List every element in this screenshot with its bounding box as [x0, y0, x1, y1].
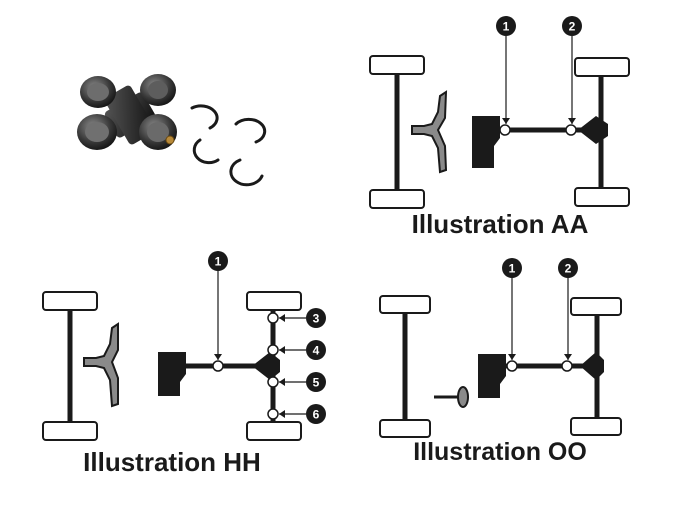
- transmission: [478, 354, 506, 398]
- callout-badge-1: 1: [208, 251, 228, 271]
- callout-label: 4: [313, 344, 320, 358]
- front-wheel-bottom: [42, 421, 98, 441]
- rear-wheel-bottom: [570, 417, 622, 436]
- callout-badge-2: 2: [562, 16, 582, 36]
- callout-badge-2: 2: [558, 258, 578, 278]
- front-wheel-bottom: [379, 419, 431, 438]
- callout-label: 3: [313, 312, 320, 326]
- illustration-title: Illustration OO: [413, 438, 587, 466]
- front-wheel-top: [379, 295, 431, 314]
- u-joint-cross: [77, 74, 177, 150]
- illustration-title: Illustration AA: [412, 209, 589, 239]
- rear-wheel-top: [570, 297, 622, 316]
- rear-differential: [252, 352, 280, 380]
- callout-badge-1: 1: [502, 258, 522, 278]
- callout-badge-1: 1: [496, 16, 516, 36]
- callout-label: 1: [503, 20, 510, 34]
- steering-wheel: [434, 386, 469, 408]
- u-joint-product-photo: [77, 74, 267, 187]
- snap-rings: [190, 104, 267, 187]
- callout-label: 1: [509, 262, 516, 276]
- callout-label: 6: [313, 408, 320, 422]
- u-joint-5: [267, 376, 279, 388]
- callout-badge-3: 3: [306, 308, 326, 328]
- callout-badge-4: 4: [306, 340, 326, 360]
- front-wheel-top: [42, 291, 98, 311]
- u-joint-1: [212, 360, 224, 372]
- rear-wheel-top: [574, 57, 630, 77]
- u-joint-4: [267, 344, 279, 356]
- rear-wheel-bottom: [246, 421, 302, 441]
- u-joint-1: [506, 360, 518, 372]
- steering-linkage: [83, 322, 119, 408]
- rear-wheel-bottom: [574, 187, 630, 207]
- illustration-oo: 1 2 Illustration OO: [379, 258, 622, 466]
- u-joint-1: [499, 124, 511, 136]
- u-joint-6: [267, 408, 279, 420]
- callout-label: 1: [215, 255, 222, 269]
- transmission: [472, 116, 500, 168]
- u-joint-3: [267, 312, 279, 324]
- front-wheel-top: [369, 55, 425, 75]
- u-joint-2: [561, 360, 573, 372]
- rear-wheel-top: [246, 291, 302, 311]
- rear-differential: [580, 352, 604, 380]
- transmission: [158, 352, 186, 396]
- callout-badge-5: 5: [306, 372, 326, 392]
- callout-label: 5: [313, 376, 320, 390]
- callout-label: 2: [569, 20, 576, 34]
- illustration-hh: 1 3 4 5 6 Illustration HH: [42, 251, 326, 477]
- callout-badge-6: 6: [306, 404, 326, 424]
- u-joint-2: [565, 124, 577, 136]
- steering-linkage: [411, 90, 448, 174]
- callout-label: 2: [565, 262, 572, 276]
- illustration-title: Illustration HH: [83, 447, 261, 477]
- illustration-aa: 1 2 Illustration AA: [369, 16, 630, 239]
- front-wheel-bottom: [369, 189, 425, 209]
